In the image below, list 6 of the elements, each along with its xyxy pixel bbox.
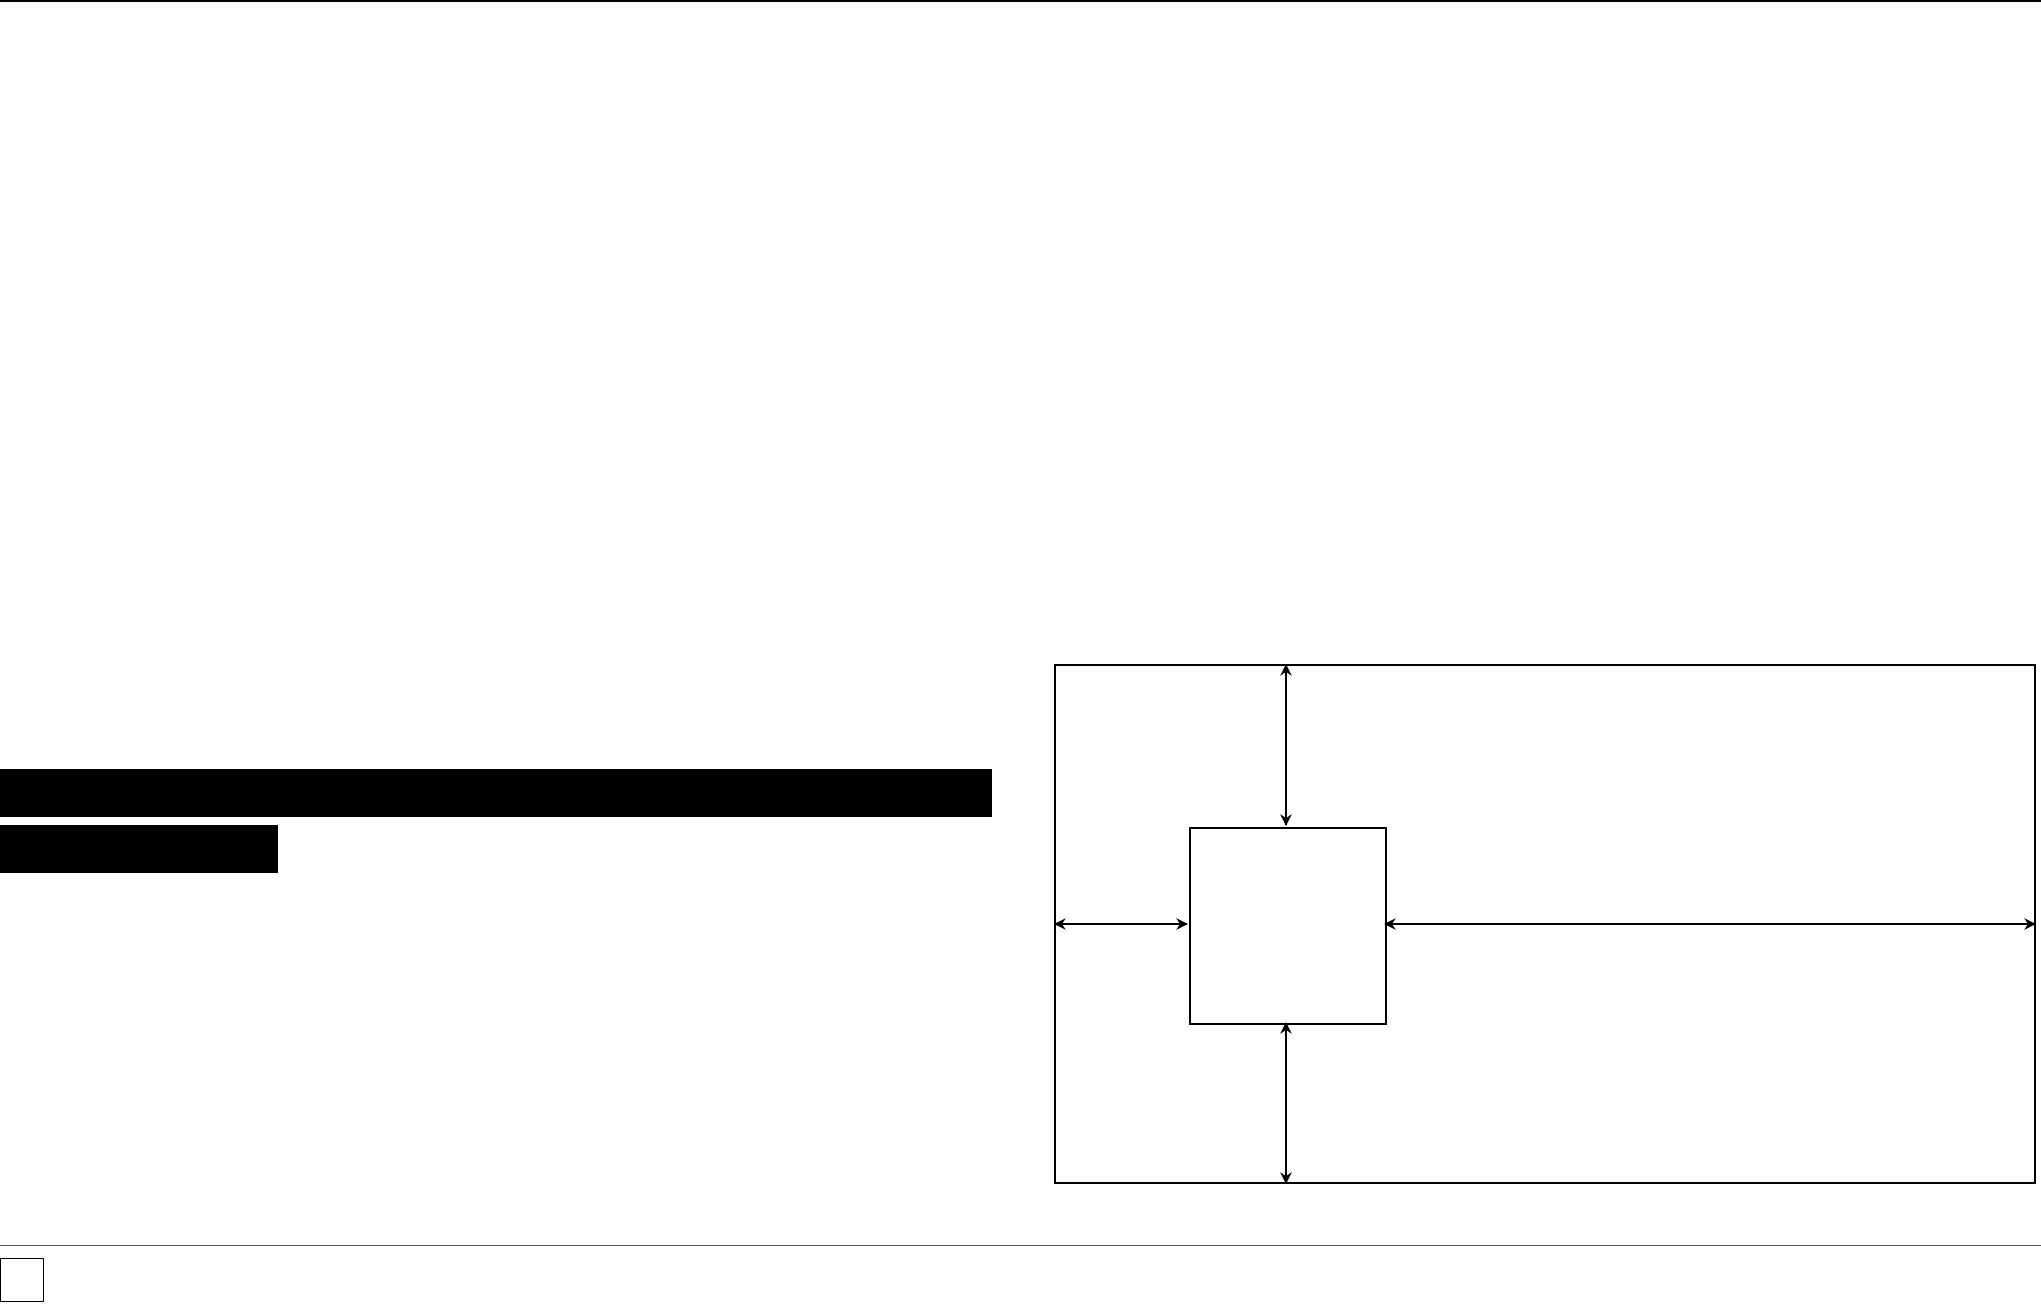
square-box xyxy=(1189,827,1387,1025)
double-arrow xyxy=(1384,918,2036,930)
double-arrow xyxy=(1280,1022,1292,1184)
double-arrow xyxy=(1054,918,1188,930)
frame-rectangle xyxy=(1054,664,2036,1184)
double-arrow xyxy=(1280,664,1292,826)
